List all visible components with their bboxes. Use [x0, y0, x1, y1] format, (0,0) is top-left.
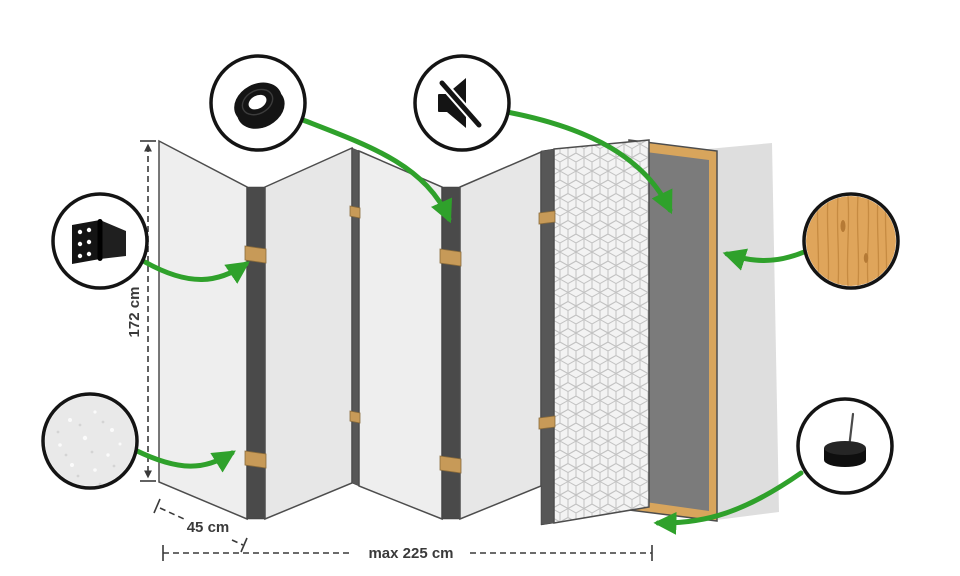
total-width-label: max 225 cm — [368, 545, 453, 562]
total-width-dimension: max 225 cm — [162, 545, 653, 562]
arrow-wood-to-frame — [722, 248, 807, 271]
patterned-panel — [553, 139, 650, 524]
panel-width-label: 45 cm — [187, 519, 230, 536]
panel-3 — [358, 149, 443, 521]
panel-edge-far-1 — [351, 147, 360, 487]
hinge-top-1 — [244, 245, 267, 264]
hinge-bottom-1 — [244, 450, 267, 469]
panel-edge-far-2 — [540, 148, 555, 526]
felt-pad-pin-icon — [824, 412, 866, 467]
hinge-bottom-far-2 — [538, 415, 556, 430]
callout-tape — [209, 54, 307, 152]
core-panel — [628, 139, 718, 522]
panel-2 — [264, 146, 353, 521]
hinge-bottom-2 — [439, 455, 462, 474]
callout-mute — [413, 54, 511, 152]
arrow-mute-to-core-panel — [504, 109, 673, 215]
panel-4 — [459, 150, 542, 521]
core-panel-face — [638, 151, 709, 511]
tape-roll-icon — [234, 82, 285, 129]
fleece-texture-icon — [45, 396, 135, 486]
hinge-top-far-2 — [538, 210, 556, 225]
hinge-top-far-1 — [349, 205, 361, 219]
callout-wood — [802, 192, 900, 290]
arrow-felt-to-base — [653, 470, 804, 535]
arrow-tape-to-joint — [300, 117, 453, 224]
callout-hinge — [51, 192, 149, 290]
wood-texture-icon — [806, 196, 896, 286]
muted-speaker-icon — [437, 78, 484, 130]
panel-edge-1 — [246, 186, 266, 520]
arrow-hinge-to-hinge — [142, 259, 250, 284]
hinge-bottom-far-1 — [349, 410, 361, 424]
callout-felt — [796, 397, 894, 495]
arrow-fleece-to-panel — [132, 447, 236, 473]
hinge-top-2 — [439, 248, 462, 267]
callout-fleece — [41, 392, 139, 490]
height-label: 172 cm — [126, 287, 143, 338]
height-dimension: 172 cm — [126, 140, 156, 482]
panel-width-dimension: 45 cm — [153, 498, 248, 553]
hinge-icon — [72, 219, 126, 264]
